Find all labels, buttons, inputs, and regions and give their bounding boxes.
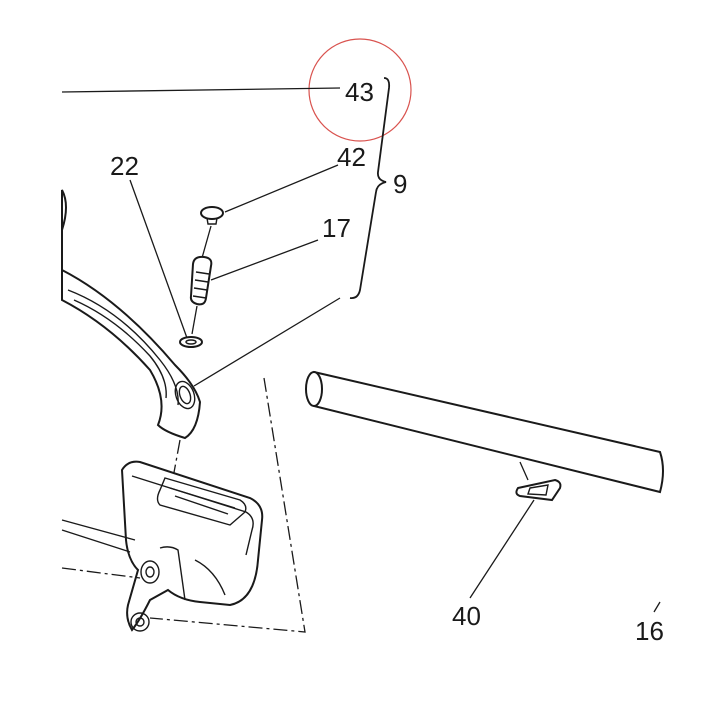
leader-line-17 — [210, 239, 319, 281]
cap-42 — [200, 206, 224, 225]
callout-9: 9 — [393, 169, 407, 199]
bar-line-lower — [61, 529, 131, 553]
washer-22 — [179, 336, 203, 348]
leader-line-42 — [224, 164, 339, 213]
highlight-circle — [308, 38, 412, 142]
bar-centerline — [61, 567, 141, 579]
envelope-outline — [149, 377, 306, 633]
callout-17: 17 — [322, 213, 351, 243]
lever-arm — [61, 189, 202, 440]
leader-line-43 — [61, 87, 341, 93]
master-cylinder — [120, 460, 264, 632]
callout-22: 22 — [110, 151, 139, 181]
group-bracket-9 — [349, 77, 391, 299]
callout-43: 43 — [345, 77, 374, 107]
screw-17 — [189, 255, 213, 306]
clip-40 — [515, 461, 562, 502]
assembly-axis — [201, 225, 212, 259]
leader-line-40 — [469, 499, 535, 599]
assembly-axis-lower — [191, 305, 198, 335]
leader-line-16 — [653, 601, 661, 613]
handlebar-tube — [305, 370, 664, 494]
callout-42: 42 — [337, 142, 366, 172]
callout-40: 40 — [452, 601, 481, 631]
bar-line-upper — [61, 519, 136, 541]
leader-line-22 — [129, 179, 188, 339]
callout-16: 16 — [635, 616, 664, 646]
leader-line-9 — [193, 297, 341, 387]
